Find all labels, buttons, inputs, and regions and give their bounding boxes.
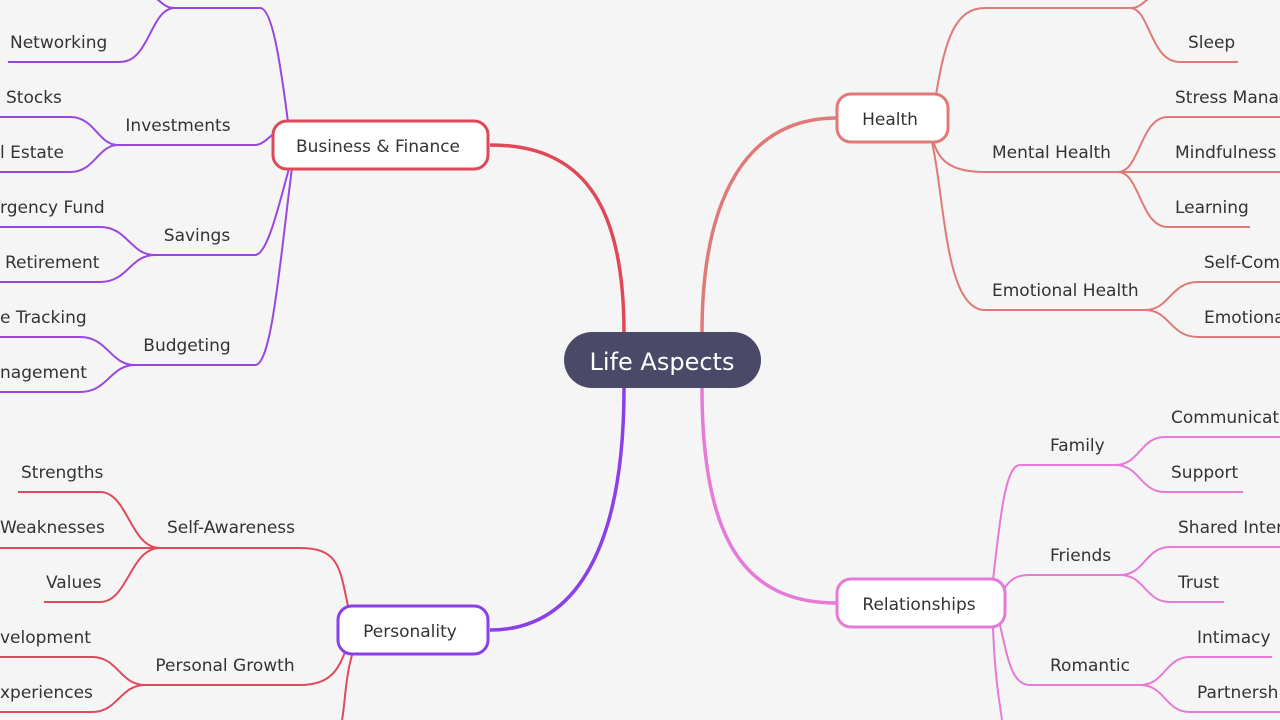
node-business-finance-label: Business & Finance <box>296 137 460 157</box>
leaf-values: Values <box>46 573 102 593</box>
sub-mental-health: Mental Health <box>992 143 1111 163</box>
leaf-shared-interests: Shared Inter <box>1178 518 1280 538</box>
node-personality-label: Personality <box>363 622 457 642</box>
leaf-real-estate: l Estate <box>0 143 64 163</box>
relationships-connectors <box>992 436 1280 720</box>
sub-investments: Investments <box>125 116 230 136</box>
node-relationships-label: Relationships <box>862 595 975 615</box>
leaf-debt-management: nagement <box>0 363 87 383</box>
connector-center-business <box>489 143 626 334</box>
leaf-partnership: Partnersh <box>1197 683 1278 703</box>
leaf-retirement: Retirement <box>5 253 100 273</box>
sub-friends: Friends <box>1050 546 1111 566</box>
node-business-finance[interactable] <box>271 119 490 171</box>
node-health[interactable] <box>835 92 950 144</box>
leaf-expense-tracking: e Tracking <box>0 308 87 328</box>
node-personality[interactable] <box>336 604 490 656</box>
sub-family: Family <box>1050 436 1105 456</box>
leaf-support: Support <box>1171 463 1239 483</box>
health-connectors <box>931 0 1280 338</box>
leaf-stress-management: Stress Manag <box>1175 88 1280 108</box>
center-node-label: Life Aspects <box>590 348 735 376</box>
leaf-mindfulness: Mindfulness <box>1175 143 1277 163</box>
personality-connectors <box>0 491 353 720</box>
node-relationships[interactable] <box>835 577 1007 629</box>
leaf-weaknesses: Weaknesses <box>0 518 105 538</box>
leaf-learning: Learning <box>1175 198 1249 218</box>
sub-budgeting: Budgeting <box>143 336 230 356</box>
center-node[interactable] <box>564 332 761 388</box>
leaf-networking: Networking <box>10 33 107 53</box>
business-connectors <box>0 0 293 393</box>
leaf-sleep: Sleep <box>1188 33 1235 53</box>
leaf-new-experiences: xperiences <box>0 683 93 703</box>
connector-center-personality <box>489 387 626 632</box>
sub-emotional-health: Emotional Health <box>992 281 1139 301</box>
sub-personal-growth: Personal Growth <box>155 656 294 676</box>
leaf-communication: Communicat <box>1171 408 1279 428</box>
leaf-intimacy: Intimacy <box>1197 628 1271 648</box>
leaf-emotional: Emotiona <box>1204 308 1280 328</box>
leaf-stocks: Stocks <box>6 88 62 108</box>
sub-savings: Savings <box>164 226 231 246</box>
connector-center-health <box>700 116 838 334</box>
sub-romantic: Romantic <box>1050 656 1130 676</box>
sub-self-awareness: Self-Awareness <box>167 518 295 538</box>
connector-center-relationships <box>700 387 838 605</box>
leaf-emergency-fund: rgency Fund <box>0 198 105 218</box>
node-health-label: Health <box>862 110 918 130</box>
leaf-self-compassion: Self-Com <box>1204 253 1280 273</box>
leaf-strengths: Strengths <box>21 463 104 483</box>
leaf-trust: Trust <box>1177 573 1220 593</box>
leaf-skill-development: velopment <box>0 628 91 648</box>
